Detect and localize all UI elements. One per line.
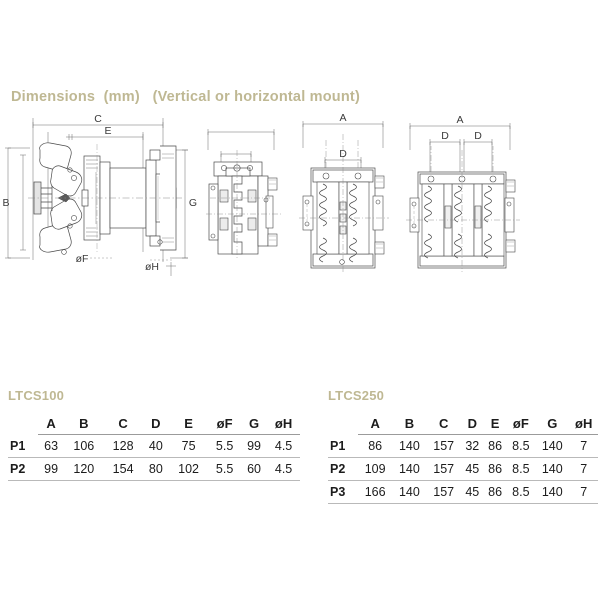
dimension-drawings-group: C E B G øF øH xyxy=(0,110,600,285)
cell-p1-d: 40 xyxy=(142,434,169,458)
cell-p1-of: 8.5 xyxy=(506,434,536,458)
column-header-c: C xyxy=(103,412,143,435)
cell-p3-oh: 7 xyxy=(569,480,598,504)
dimension-label-a: A xyxy=(456,114,463,126)
cell-p2-e: 102 xyxy=(168,457,209,481)
cell-p1-d: 32 xyxy=(460,434,484,458)
table-header-row: A B C D E øF G øH xyxy=(328,412,598,435)
cell-p2-c: 154 xyxy=(103,457,143,481)
column-header-a: A xyxy=(38,412,65,435)
row-label-p2: P2 xyxy=(8,457,38,481)
cell-p3-d: 45 xyxy=(460,480,484,504)
cell-p2-d: 80 xyxy=(142,457,169,481)
cell-p2-of: 8.5 xyxy=(506,457,536,481)
cell-p1-g: 140 xyxy=(535,434,570,458)
cell-p2-oh: 7 xyxy=(569,457,598,481)
column-header-e: E xyxy=(483,412,507,435)
cell-p3-c: 157 xyxy=(426,480,461,504)
cell-p1-g: 99 xyxy=(240,434,268,458)
dimension-table-ltcs100: LTCS100 A B C D E øF G øH P1 63 106 xyxy=(8,388,300,481)
row-label-p1: P1 xyxy=(328,434,358,458)
three-pole-plan-view: A D D xyxy=(398,110,528,285)
dimension-label-d: D xyxy=(339,148,347,160)
cell-p1-a: 86 xyxy=(358,434,393,458)
cell-p3-a: 166 xyxy=(358,480,393,504)
column-header-of: øF xyxy=(208,412,241,435)
cell-p2-g: 140 xyxy=(535,457,570,481)
cell-p2-a: 99 xyxy=(38,457,65,481)
two-pole-plan-view: A D xyxy=(293,110,405,285)
column-header-b: B xyxy=(64,412,104,435)
cell-p2-d: 45 xyxy=(460,457,484,481)
column-header-a: A xyxy=(358,412,393,435)
column-header-oh: øH xyxy=(569,412,598,435)
table-row: P1 63 106 128 40 75 5.5 99 4.5 xyxy=(8,434,300,458)
table-row: P3 166 140 157 45 86 8.5 140 7 xyxy=(328,480,598,504)
cell-p1-a: 63 xyxy=(38,434,65,458)
column-header-blank xyxy=(328,412,358,435)
cell-p2-e: 86 xyxy=(483,457,507,481)
cell-p1-oh: 4.5 xyxy=(267,434,300,458)
cell-p3-e: 86 xyxy=(483,480,507,504)
row-label-p1: P1 xyxy=(8,434,38,458)
column-header-oh: øH xyxy=(267,412,300,435)
table-caption-ltcs100: LTCS100 xyxy=(8,388,65,403)
cell-p3-b: 140 xyxy=(392,480,427,504)
cell-p2-c: 157 xyxy=(426,457,461,481)
front-elevation-view: C E B G øF øH xyxy=(0,110,200,285)
column-header-d: D xyxy=(142,412,169,435)
cell-p2-g: 60 xyxy=(240,457,268,481)
row-label-p2: P2 xyxy=(328,457,358,481)
cell-p2-of: 5.5 xyxy=(208,457,241,481)
page-title: Dimensions (mm) (Vertical or horizontal … xyxy=(11,89,360,105)
dimension-label-oh: øH xyxy=(145,261,159,273)
dimension-label-a: A xyxy=(339,112,346,124)
dimension-label-of: øF xyxy=(76,253,89,265)
cell-p1-c: 157 xyxy=(426,434,461,458)
cell-p1-of: 5.5 xyxy=(208,434,241,458)
cell-p1-e: 75 xyxy=(168,434,209,458)
side-elevation-view xyxy=(196,110,301,285)
cell-p2-a: 109 xyxy=(358,457,393,481)
table-row: P2 109 140 157 45 86 8.5 140 7 xyxy=(328,457,598,481)
cell-p3-g: 140 xyxy=(535,480,570,504)
dimension-label-d-right: D xyxy=(474,130,482,142)
column-header-b: B xyxy=(392,412,427,435)
row-label-p3: P3 xyxy=(328,480,358,504)
column-header-e: E xyxy=(168,412,209,435)
column-header-g: G xyxy=(240,412,268,435)
table-ltcs250: A B C D E øF G øH P1 86 140 157 32 86 8.… xyxy=(328,412,598,504)
dimension-table-ltcs250: LTCS250 A B C D E øF G øH P1 86 140 xyxy=(328,388,598,504)
cell-p1-b: 106 xyxy=(64,434,104,458)
cell-p2-oh: 4.5 xyxy=(267,457,300,481)
table-row: P2 99 120 154 80 102 5.5 60 4.5 xyxy=(8,457,300,481)
column-header-blank xyxy=(8,412,38,435)
table-header-row: A B C D E øF G øH xyxy=(8,412,300,435)
cell-p1-b: 140 xyxy=(392,434,427,458)
cell-p3-of: 8.5 xyxy=(506,480,536,504)
cell-p1-oh: 7 xyxy=(569,434,598,458)
dimension-label-e: E xyxy=(104,125,111,137)
cell-p1-c: 128 xyxy=(103,434,143,458)
table-caption-ltcs250: LTCS250 xyxy=(328,388,385,403)
cell-p2-b: 140 xyxy=(392,457,427,481)
cell-p1-e: 86 xyxy=(483,434,507,458)
column-header-of: øF xyxy=(506,412,536,435)
dimension-label-g: G xyxy=(189,197,197,209)
column-header-g: G xyxy=(535,412,570,435)
column-header-c: C xyxy=(426,412,461,435)
dimension-label-b: B xyxy=(2,197,9,209)
dimension-label-c: C xyxy=(94,113,102,125)
cell-p2-b: 120 xyxy=(64,457,104,481)
column-header-d: D xyxy=(460,412,484,435)
table-ltcs100: A B C D E øF G øH P1 63 106 128 40 75 5.… xyxy=(8,412,300,481)
dimension-label-d-left: D xyxy=(441,130,449,142)
table-row: P1 86 140 157 32 86 8.5 140 7 xyxy=(328,434,598,458)
